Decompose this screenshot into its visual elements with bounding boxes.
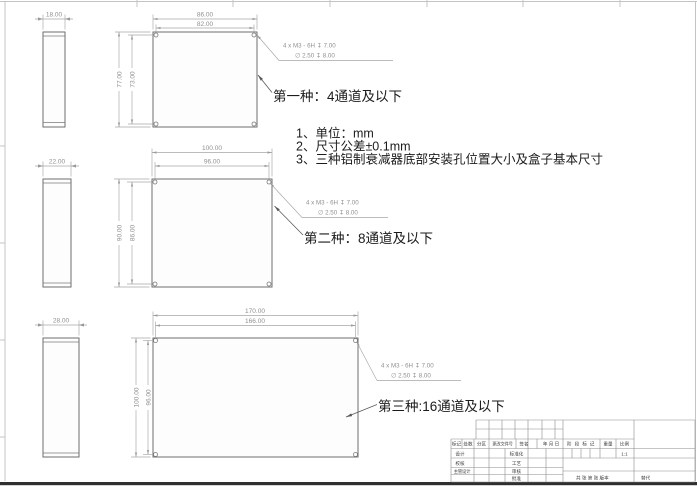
titleblock-row-chief-design: 主管设计 — [454, 468, 471, 475]
box1-hole-top-left — [153, 32, 159, 38]
box2-hole-pitch-width-dim: 96.00 — [154, 159, 270, 180]
box2-hole-pitch-height-value: 86.00 — [130, 224, 137, 241]
box2-top-view — [151, 178, 273, 288]
box3-top-view — [152, 337, 359, 458]
box1-type-label: 第一种：4通道及以下 — [257, 74, 402, 104]
box3-hole-callout-line1: 4 x M3 - 6H ↧ 7.00 — [381, 363, 434, 370]
titleblock-scale-value: 1:1 — [621, 452, 628, 457]
box3-hole-pitch-width-value: 166.00 — [245, 318, 265, 325]
box1-hole-callout: 4 x M3 - 6H ↧ 7.00 ∅ 2.50 ↧ 8.00 — [256, 34, 393, 61]
box1-hole-top-right — [251, 32, 257, 38]
box2-outer-width-dim: 100.00 — [151, 145, 273, 177]
box3-hole-callout: 4 x M3 - 6H ↧ 7.00 ∅ 2.50 ↧ 8.00 — [356, 341, 461, 381]
box1-thickness-dim: 18.00 — [35, 12, 73, 30]
titleblock-sheet-info: 共 张 第 张 版本 — [576, 475, 609, 482]
box1-outer-width-value: 86.00 — [197, 12, 214, 19]
box3-hole-callout-line2: ∅ 2.50 ↧ 8.00 — [391, 373, 431, 380]
titleblock-replace: 替代 — [641, 475, 651, 482]
box2-side-view — [42, 178, 72, 288]
box1-hole-pitch-height-value: 73.00 — [130, 71, 137, 88]
box1-hole-callout-line1: 4 x M3 - 6H ↧ 7.00 — [283, 43, 336, 50]
box2-hole-pitch-height-dim: 86.00 — [127, 181, 152, 285]
titleblock-stage-mark: 阶段标记 — [567, 441, 597, 448]
box2-outer-height-value: 90.00 — [117, 224, 124, 241]
general-notes: 1、单位：mm 2、尺寸公差±0.1mm 3、三种铝制衰减器底部安装孔位置大小及… — [296, 126, 603, 167]
titleblock-audit: 审核 — [512, 468, 522, 475]
box3-outer-width-dim: 170.00 — [152, 308, 359, 336]
titleblock-col-signature: 签名 — [519, 441, 528, 448]
box1-top-view — [152, 31, 258, 128]
titleblock-weight: 重量 — [603, 441, 613, 448]
box2-hole-callout-line1: 4 x M3 - 6H ↧ 7.00 — [306, 200, 359, 207]
box2-group: 22.00 100.00 96.00 90.00 — [35, 145, 433, 288]
titleblock-col-mark: 标记 — [452, 441, 462, 448]
titleblock-row-design: 设计 — [455, 451, 465, 458]
box3-hole-pitch-height-value: 96.00 — [146, 389, 153, 406]
box1-type-label-text: 第一种：4通道及以下 — [273, 88, 402, 104]
box1-hole-bottom-right — [251, 121, 257, 127]
box2-type-label: 第二种：8通道及以下 — [274, 205, 433, 246]
box1-outer-height-value: 77.00 — [117, 71, 124, 88]
note-line-3: 3、三种铝制衰减器底部安装孔位置大小及盒子基本尺寸 — [296, 152, 603, 167]
titleblock-col-change-doc: 更改文件号 — [492, 441, 512, 448]
box3-outer-height-value: 100.00 — [134, 387, 141, 407]
box1-side-view — [42, 31, 66, 128]
box1-group: 18.00 86.00 82.00 77.00 — [35, 12, 402, 128]
box3-outer-height-dim: 100.00 — [131, 337, 151, 458]
box3-thickness-value: 28.00 — [53, 318, 70, 325]
box3-hole-bottom-right — [353, 452, 358, 457]
titleblock-standardization: 标准化 — [510, 451, 524, 458]
box3-thickness-dim: 28.00 — [35, 318, 87, 336]
titleblock-row-check: 校核 — [455, 460, 465, 467]
box1-outer-width-dim: 86.00 — [152, 12, 258, 30]
box2-hole-callout-line2: ∅ 2.50 ↧ 8.00 — [318, 210, 358, 217]
titleblock-col-date: 年 月 日 — [543, 441, 559, 448]
box3-side-view — [42, 337, 80, 458]
titleblock-approve: 批准 — [512, 475, 522, 482]
box1-outer-height-dim: 77.00 — [115, 31, 151, 128]
title-block: 标记 处数 分区 更改文件号 签名 年 月 日 设计 标准化 校核 工艺 主管设… — [450, 419, 696, 483]
box2-outer-width-value: 100.00 — [202, 145, 222, 152]
box2-hole-callout: 4 x M3 - 6H ↧ 7.00 ∅ 2.50 ↧ 8.00 — [269, 182, 388, 218]
box2-thickness-dim: 22.00 — [35, 159, 79, 177]
box2-hole-top-right — [266, 179, 272, 185]
box2-hole-top-left — [152, 179, 158, 185]
box3-hole-bottom-left — [153, 452, 158, 457]
box1-hole-bottom-left — [153, 121, 159, 127]
box3-outer-width-value: 170.00 — [245, 308, 265, 315]
box1-thickness-value: 18.00 — [46, 12, 63, 19]
box3-hole-pitch-height-dim: 96.00 — [143, 340, 153, 455]
box2-outer-height-dim: 90.00 — [114, 178, 150, 288]
sheet-bottom-border — [0, 482, 697, 486]
titleblock-scale-label: 比例 — [620, 441, 630, 448]
box3-hole-pitch-width-dim: 166.00 — [155, 318, 356, 339]
box2-hole-bottom-left — [152, 281, 158, 287]
box3-type-label: 第三种:16通道及以下 — [345, 398, 505, 418]
box2-thickness-value: 22.00 — [49, 159, 66, 166]
box3-group: 28.00 170.00 166.00 100.00 — [35, 308, 505, 458]
note-line-2: 2、尺寸公差±0.1mm — [296, 140, 411, 154]
box3-type-label-text: 第三种:16通道及以下 — [378, 398, 505, 414]
box2-hole-pitch-width-value: 96.00 — [204, 159, 221, 166]
note-line-1: 1、单位：mm — [296, 126, 374, 141]
box2-hole-bottom-right — [266, 281, 272, 287]
box2-type-label-text: 第二种：8通道及以下 — [304, 230, 433, 246]
box1-hole-pitch-width-dim: 82.00 — [155, 21, 255, 33]
titleblock-process: 工艺 — [512, 461, 522, 466]
box1-hole-callout-line2: ∅ 2.50 ↧ 8.00 — [295, 53, 335, 60]
box1-hole-pitch-width-value: 82.00 — [197, 21, 214, 28]
box1-hole-pitch-height-dim: 73.00 — [128, 34, 153, 125]
titleblock-col-count: 处数 — [463, 441, 473, 448]
titleblock-col-zone: 分区 — [477, 441, 487, 448]
